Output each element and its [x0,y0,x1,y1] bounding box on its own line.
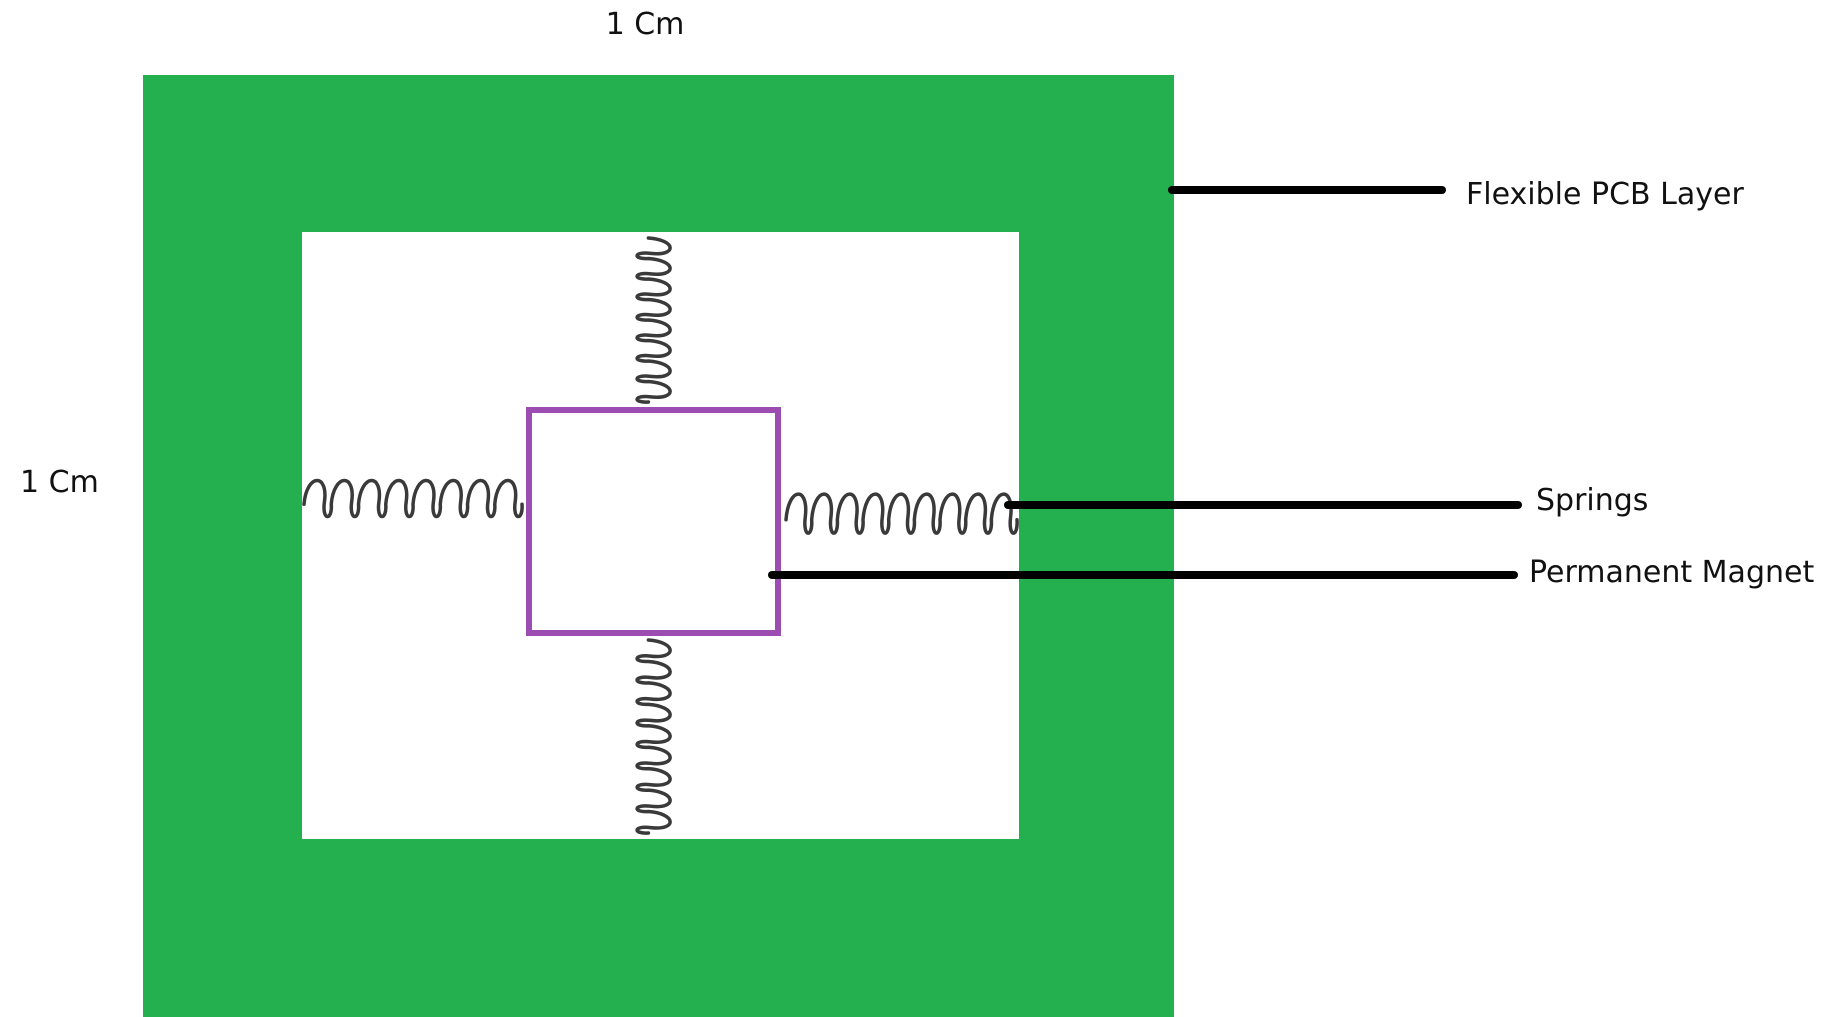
label-permanent-magnet: Permanent Magnet [1529,555,1814,590]
permanent-magnet [526,407,781,636]
spring-left [302,478,524,519]
label-springs: Springs [1536,483,1648,518]
dimension-label-top: 1 Cm [606,7,685,42]
spring-right-coil [784,492,1019,535]
spring-left-coil [302,478,524,519]
spring-bottom-coil [635,638,672,835]
spring-top-coil [635,236,672,404]
dimension-label-left: 1 Cm [20,465,99,500]
spring-bottom [635,638,672,835]
spring-right [784,492,1019,535]
spring-top [635,236,672,404]
label-flexible-pcb-layer: Flexible PCB Layer [1466,177,1744,212]
